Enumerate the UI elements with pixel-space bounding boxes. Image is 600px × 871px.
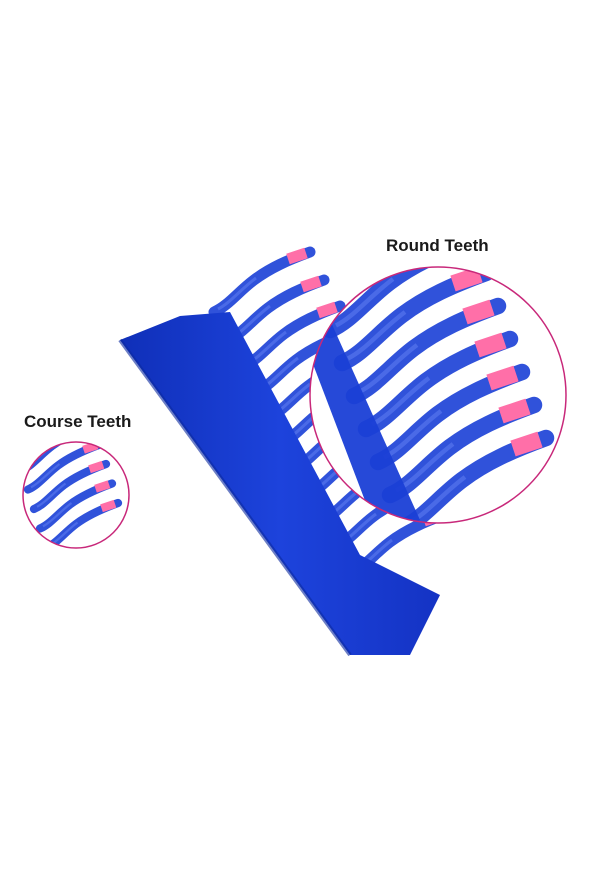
comb-body xyxy=(118,312,440,657)
round-teeth-zoom xyxy=(309,266,567,524)
course-teeth-zoom xyxy=(22,441,130,549)
course-teeth-label: Course Teeth xyxy=(24,412,132,431)
round-teeth-label: Round Teeth xyxy=(386,236,489,255)
